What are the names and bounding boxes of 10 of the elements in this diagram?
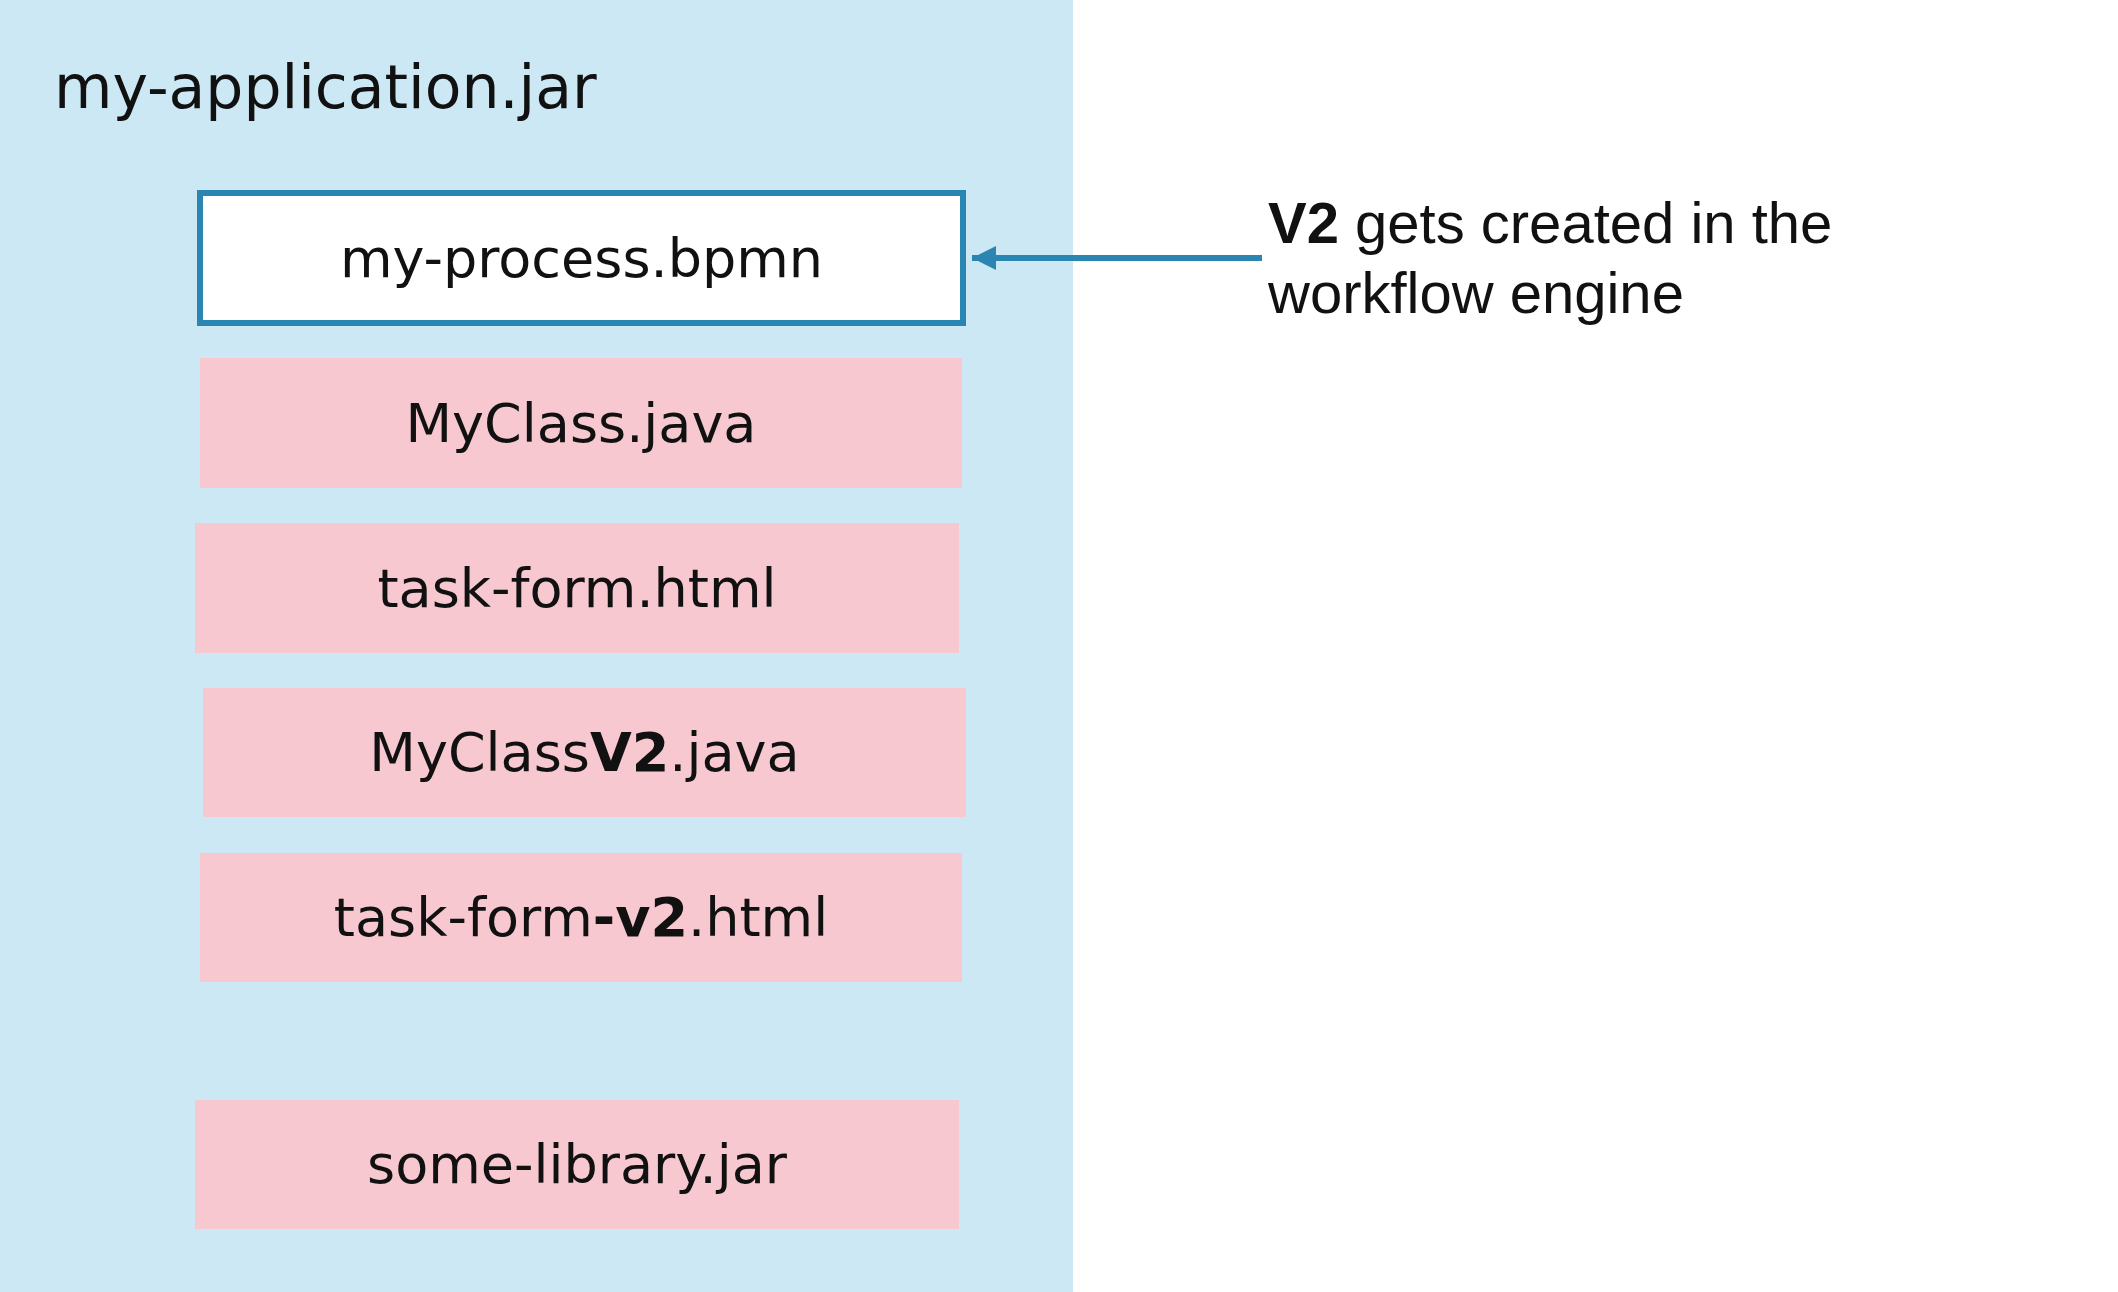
jar-container	[0, 0, 1073, 1292]
file-box: MyClass.java	[200, 358, 962, 488]
file-box: task-form-v2.html	[200, 853, 962, 982]
file-box: task-form.html	[195, 523, 959, 653]
arrow	[972, 246, 1262, 270]
container-title: my-application.jar	[54, 52, 597, 122]
file-box: some-library.jar	[195, 1100, 959, 1229]
file-box: my-process.bpmn	[197, 190, 966, 326]
annotation-text: V2 gets created in the workflow engine	[1268, 188, 1848, 328]
file-box: MyClassV2.java	[203, 688, 966, 817]
